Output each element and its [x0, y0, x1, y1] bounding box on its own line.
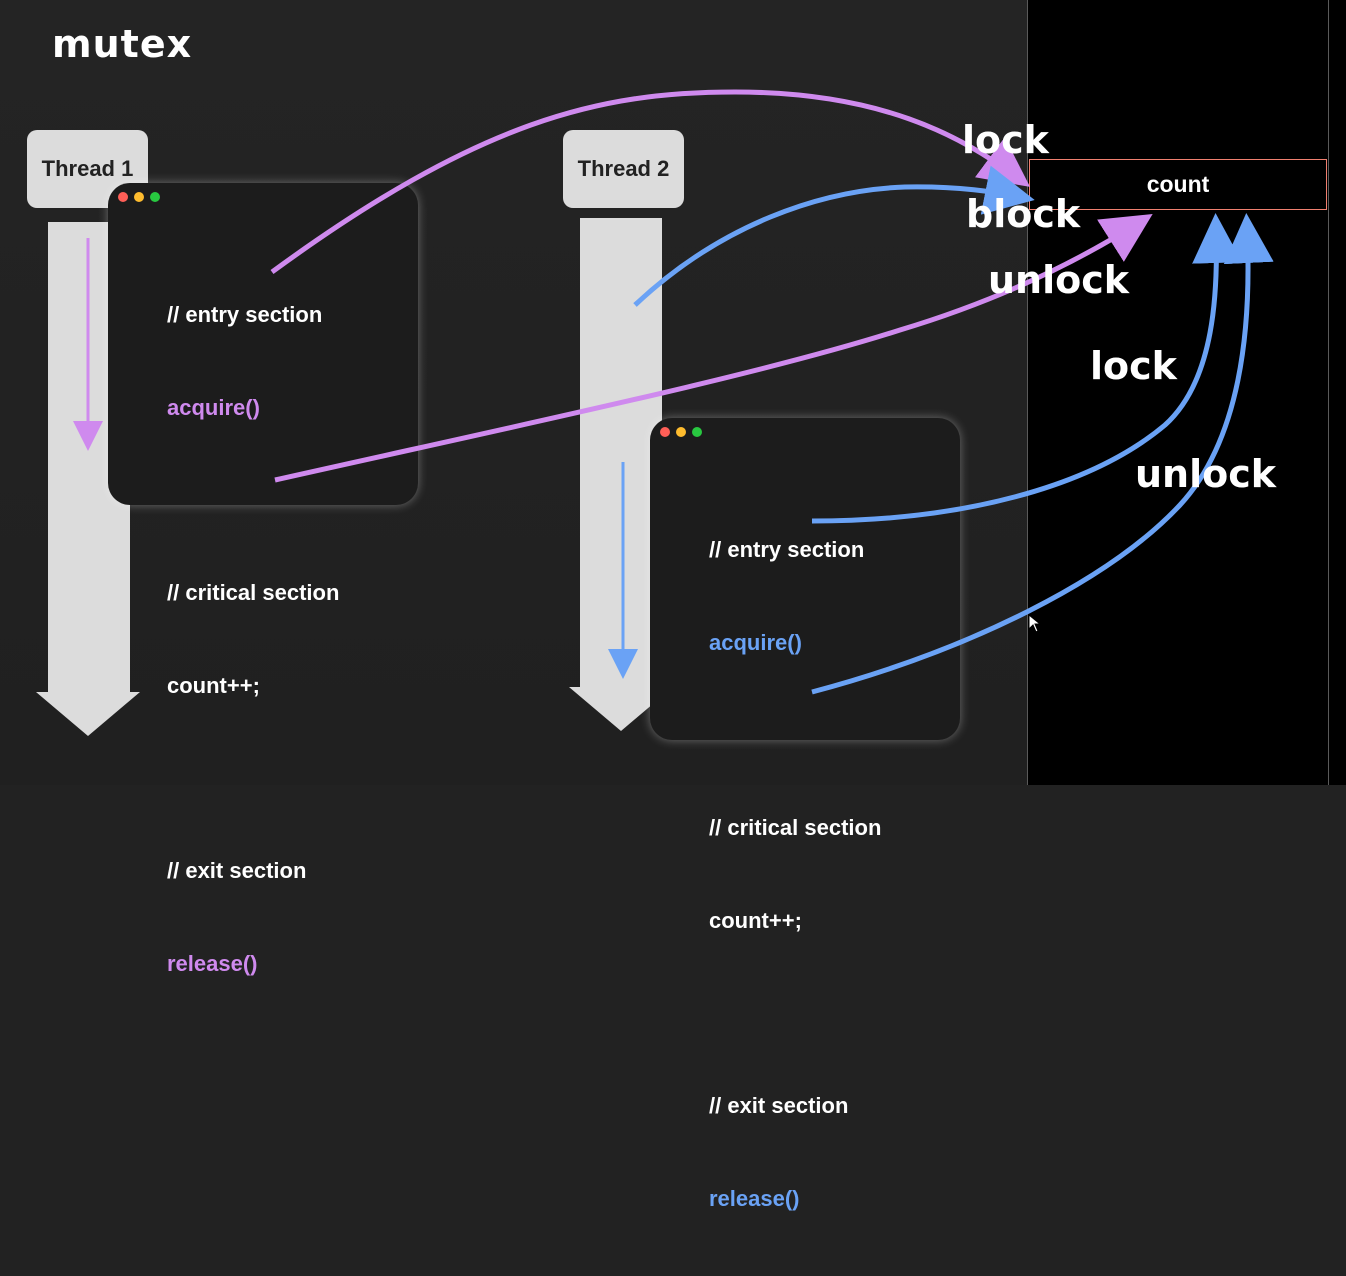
mouse-cursor-icon: [1028, 614, 1042, 633]
thread-2-label: Thread 2: [577, 156, 670, 181]
maximize-dot-icon: [150, 192, 160, 202]
critical-comment: // critical section: [167, 580, 340, 605]
maximize-dot-icon: [692, 427, 702, 437]
minimize-dot-icon: [134, 192, 144, 202]
critical-comment: // critical section: [709, 815, 882, 840]
t1-lock-annotation: lock: [962, 118, 1049, 162]
t2-unlock-annotation: unlock: [1135, 452, 1277, 496]
t2-lock-arrow: [811, 213, 1243, 524]
right-panel: [1027, 0, 1346, 785]
entry-comment: // entry section: [167, 302, 323, 327]
acquire-call: acquire(): [167, 395, 260, 420]
critical-statement: count++;: [167, 673, 260, 698]
thread-2-tab: Thread 2: [563, 130, 684, 208]
thread-1-code-window: // entry section acquire() // critical s…: [108, 183, 418, 976]
arrow-overlay: [73, 89, 1274, 695]
panel-divider-right: [1328, 0, 1329, 785]
acquire-call: acquire(): [709, 630, 802, 655]
resource-label: count: [1146, 171, 1210, 197]
diagram-title: mutex: [52, 22, 193, 66]
window-controls: [660, 427, 702, 437]
close-dot-icon: [118, 192, 128, 202]
release-call: release(): [167, 951, 258, 976]
t1-unlock-arrow: [274, 213, 1153, 483]
entry-comment: // entry section: [709, 537, 865, 562]
t2-block-annotation: block: [966, 192, 1081, 236]
panel-divider: [1027, 0, 1028, 785]
t2-block-arrow: [633, 165, 1035, 307]
shared-resource-box: count: [1029, 159, 1327, 210]
thread-1-label: Thread 1: [41, 156, 134, 181]
minimize-dot-icon: [676, 427, 686, 437]
t2-unlock-arrow: [811, 213, 1274, 695]
thread-2-timeline: [580, 218, 662, 688]
critical-statement: count++;: [709, 908, 802, 933]
window-controls: [118, 192, 160, 202]
close-dot-icon: [660, 427, 670, 437]
thread-1-timeline-arrowhead: [36, 692, 140, 736]
t1-lock-arrow: [270, 89, 1031, 275]
release-call: release(): [709, 1186, 800, 1211]
t1-unlock-annotation: unlock: [988, 258, 1130, 302]
exit-comment: // exit section: [167, 858, 307, 883]
t2-lock-annotation: lock: [1090, 344, 1177, 388]
exit-comment: // exit section: [709, 1093, 849, 1118]
